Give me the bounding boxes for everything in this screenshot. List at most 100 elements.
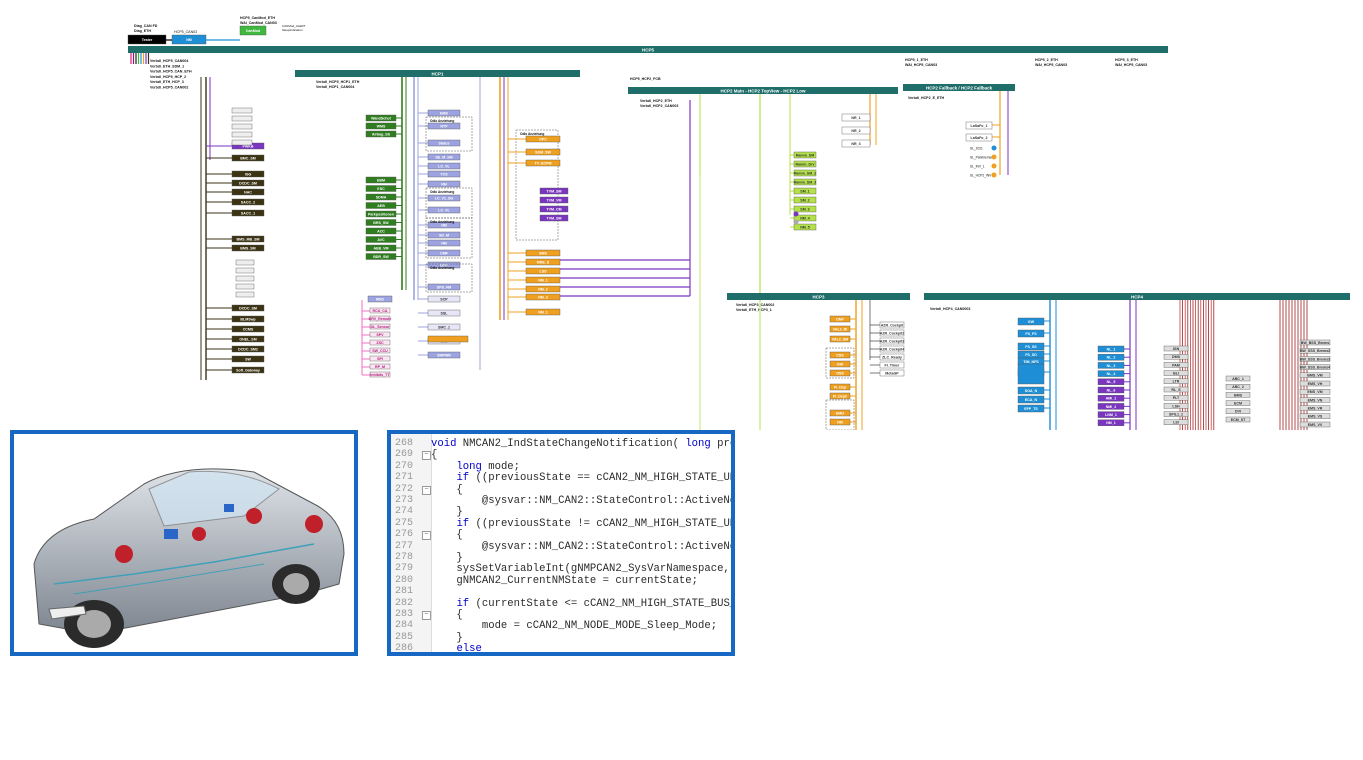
ecu-node[interactable]	[369, 315, 391, 322]
ecu-node[interactable]	[879, 361, 905, 369]
ecu-node[interactable]	[829, 369, 851, 377]
ecu-node[interactable]	[965, 133, 993, 142]
ecu-node[interactable]	[427, 249, 461, 257]
ecu-node[interactable]	[231, 315, 265, 323]
ecu-node[interactable]	[829, 360, 851, 368]
ecu-node[interactable]	[525, 135, 561, 143]
ecu-node[interactable]	[525, 308, 561, 316]
ecu-node[interactable]	[231, 235, 265, 243]
ecu-node[interactable]	[1017, 404, 1045, 413]
ecu-node[interactable]	[1163, 395, 1189, 401]
ecu-node[interactable]	[365, 130, 397, 138]
ecu-node[interactable]	[829, 409, 851, 417]
ecu-node[interactable]	[231, 325, 265, 333]
ecu-node[interactable]	[231, 154, 265, 162]
ecu-node[interactable]	[1299, 413, 1331, 419]
code-line[interactable]: sysSetVariableInt(gNMPCAN2_SysVarNamespa…	[431, 563, 735, 576]
code-line[interactable]: @sysvar::NM_CAN2::StateControl::ActiveNo…	[431, 495, 735, 507]
ecu-node[interactable]	[879, 353, 905, 361]
ecu-node[interactable]	[1299, 372, 1331, 378]
ecu-node[interactable]	[427, 180, 461, 188]
ecu-node[interactable]	[231, 244, 265, 252]
code-line[interactable]: }	[431, 552, 463, 564]
ecu-node[interactable]	[1163, 370, 1189, 376]
ecu-node[interactable]	[1225, 392, 1251, 398]
code-editor-panel[interactable]: void NMCAN2_IndStateChangeNotification( …	[387, 430, 735, 656]
ecu-node[interactable]	[829, 418, 851, 426]
code-line[interactable]: }	[431, 506, 463, 519]
ecu-node[interactable]	[1097, 362, 1125, 369]
ecu-node[interactable]	[231, 304, 265, 312]
ecu-node[interactable]	[1097, 370, 1125, 377]
ecu-node[interactable]	[365, 114, 397, 122]
ecu-node[interactable]	[1163, 419, 1189, 425]
ecu-node[interactable]	[879, 369, 905, 377]
ecu-node[interactable]	[231, 131, 253, 138]
ecu-node[interactable]	[829, 383, 851, 391]
ecu-node[interactable]	[1163, 345, 1189, 352]
ecu-node[interactable]	[369, 323, 391, 330]
ecu-node[interactable]	[235, 283, 255, 290]
ecu-node[interactable]	[427, 261, 461, 269]
ecu-node[interactable]	[1225, 375, 1251, 382]
ecu-node[interactable]	[1299, 364, 1331, 370]
code-line[interactable]: else	[456, 643, 482, 656]
ecu-node[interactable]	[369, 371, 391, 378]
ecu-node[interactable]	[879, 337, 905, 345]
ecu-node[interactable]	[1299, 397, 1331, 403]
ecu-node[interactable]	[231, 355, 265, 363]
ecu-node[interactable]	[539, 214, 569, 222]
ecu-node[interactable]	[1299, 339, 1331, 346]
ecu-node[interactable]	[793, 223, 817, 231]
ecu-node[interactable]	[231, 170, 265, 178]
ecu-node[interactable]	[1163, 411, 1189, 417]
ecu-node[interactable]	[829, 392, 851, 400]
ecu-node[interactable]	[369, 363, 391, 370]
ecu-node[interactable]	[841, 139, 871, 148]
ecu-node[interactable]	[1163, 354, 1189, 360]
ecu-node[interactable]	[231, 115, 253, 122]
ecu-node[interactable]	[231, 107, 253, 114]
ecu-node[interactable]	[427, 239, 461, 247]
ecu-node[interactable]	[1097, 403, 1125, 410]
ecu-node[interactable]	[525, 159, 561, 167]
ecu-node[interactable]	[1097, 395, 1125, 402]
code-line[interactable]: {	[431, 529, 463, 542]
ecu-node[interactable]	[427, 139, 461, 147]
ecu-node[interactable]	[427, 309, 461, 317]
ecu-node[interactable]	[1299, 380, 1331, 387]
ecu-node[interactable]	[369, 331, 391, 338]
ecu-node[interactable]	[369, 355, 391, 362]
ecu-node[interactable]	[525, 249, 561, 257]
code-line[interactable]: if ((previousState == cCAN2_NM_HIGH_STAT…	[456, 472, 735, 485]
ecu-node[interactable]	[1299, 356, 1331, 362]
code-line[interactable]: long mode;	[456, 460, 521, 473]
ecu-node[interactable]	[231, 345, 265, 353]
ecu-node[interactable]	[1225, 416, 1251, 423]
ecu-node[interactable]	[1163, 403, 1189, 409]
fold-toggle-icon[interactable]: −	[422, 485, 431, 495]
ecu-node[interactable]	[965, 121, 993, 130]
ecu-node[interactable]	[427, 153, 461, 161]
ecu-node[interactable]	[1163, 378, 1189, 384]
ecu-node[interactable]	[1299, 421, 1331, 428]
ecu-node[interactable]	[235, 291, 255, 298]
ecu-node[interactable]	[525, 258, 561, 266]
code-line[interactable]: void NMCAN2_IndStateChangeNotification( …	[431, 438, 735, 450]
ecu-node[interactable]	[539, 196, 569, 204]
ecu-node[interactable]	[1017, 363, 1045, 385]
ecu-node[interactable]	[793, 205, 817, 213]
ecu-node[interactable]	[231, 139, 253, 146]
ecu-node[interactable]	[1097, 411, 1125, 418]
ecu-node[interactable]	[879, 321, 905, 329]
ecu-node[interactable]	[525, 267, 561, 275]
ecu-node[interactable]	[367, 295, 393, 303]
code-line[interactable]: }	[431, 631, 463, 644]
fold-toggle-icon[interactable]: −	[422, 531, 431, 541]
ecu-node[interactable]	[427, 231, 461, 239]
ecu-node[interactable]	[1225, 400, 1251, 406]
ecu-node[interactable]	[231, 198, 265, 206]
ecu-node[interactable]	[793, 160, 817, 168]
ecu-node[interactable]	[793, 187, 817, 195]
ecu-node[interactable]	[1017, 342, 1045, 351]
